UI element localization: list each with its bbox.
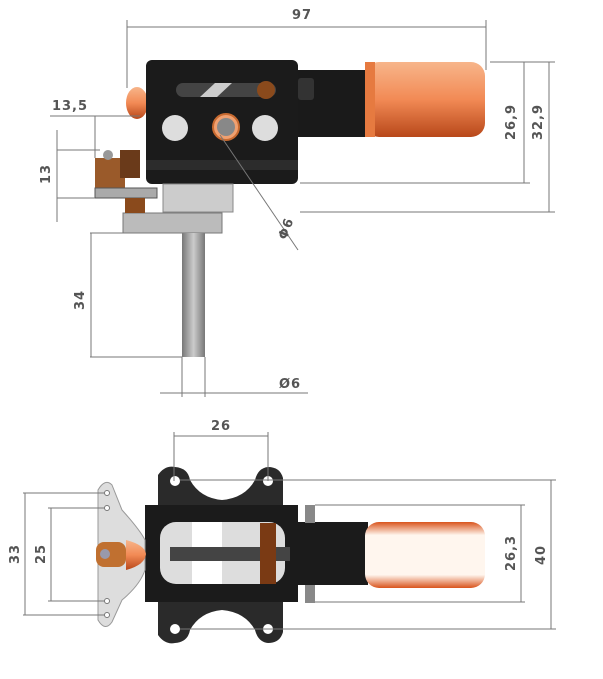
- side-view: 97 26,9 32,9 13,5 13 3: [39, 8, 555, 397]
- handle: [298, 62, 485, 137]
- dim-hole-diameter: Φ6: [219, 134, 299, 251]
- handle: [298, 505, 485, 603]
- dim-handle-height: 26,3: [315, 504, 525, 603]
- dim-label: 25: [34, 544, 49, 564]
- body-block: [146, 60, 298, 184]
- dim-shaft-length: 34: [73, 232, 182, 358]
- dim-overall-length: 97: [126, 8, 487, 88]
- dim-overall-width: 40: [180, 479, 556, 630]
- dim-label: 26: [211, 419, 231, 434]
- dim-label: 26,3: [504, 535, 519, 571]
- dim-offset-left: 13,5: [50, 99, 140, 158]
- dim-label: 97: [292, 8, 312, 23]
- dim-label: 32,9: [531, 104, 546, 140]
- mount-plate: [96, 481, 146, 627]
- dim-label: 34: [73, 290, 88, 310]
- lower-bracket: [94, 150, 234, 357]
- dim-label: 26,9: [504, 104, 519, 140]
- top-view: 26 33 25 26,3 40: [8, 419, 556, 644]
- dim-ear-spacing: 26: [173, 419, 269, 481]
- dim-shaft-diameter: Ø6: [160, 357, 308, 397]
- dim-height-outer: 32,9: [300, 61, 555, 213]
- body-frame: [145, 466, 298, 644]
- dim-plate-outer: 33: [8, 492, 105, 616]
- dim-label: Ø6: [279, 377, 301, 392]
- dim-label: 40: [534, 545, 549, 565]
- dim-bracket-height: 13: [39, 130, 100, 222]
- dim-label: Φ6: [276, 216, 298, 242]
- dim-label: 33: [8, 544, 23, 564]
- dim-label: 13,5: [52, 99, 88, 114]
- knob: [126, 87, 148, 119]
- dim-plate-inner: 25: [34, 507, 105, 602]
- dim-label: 13: [39, 164, 54, 184]
- dim-height-inner: 26,9: [300, 61, 530, 184]
